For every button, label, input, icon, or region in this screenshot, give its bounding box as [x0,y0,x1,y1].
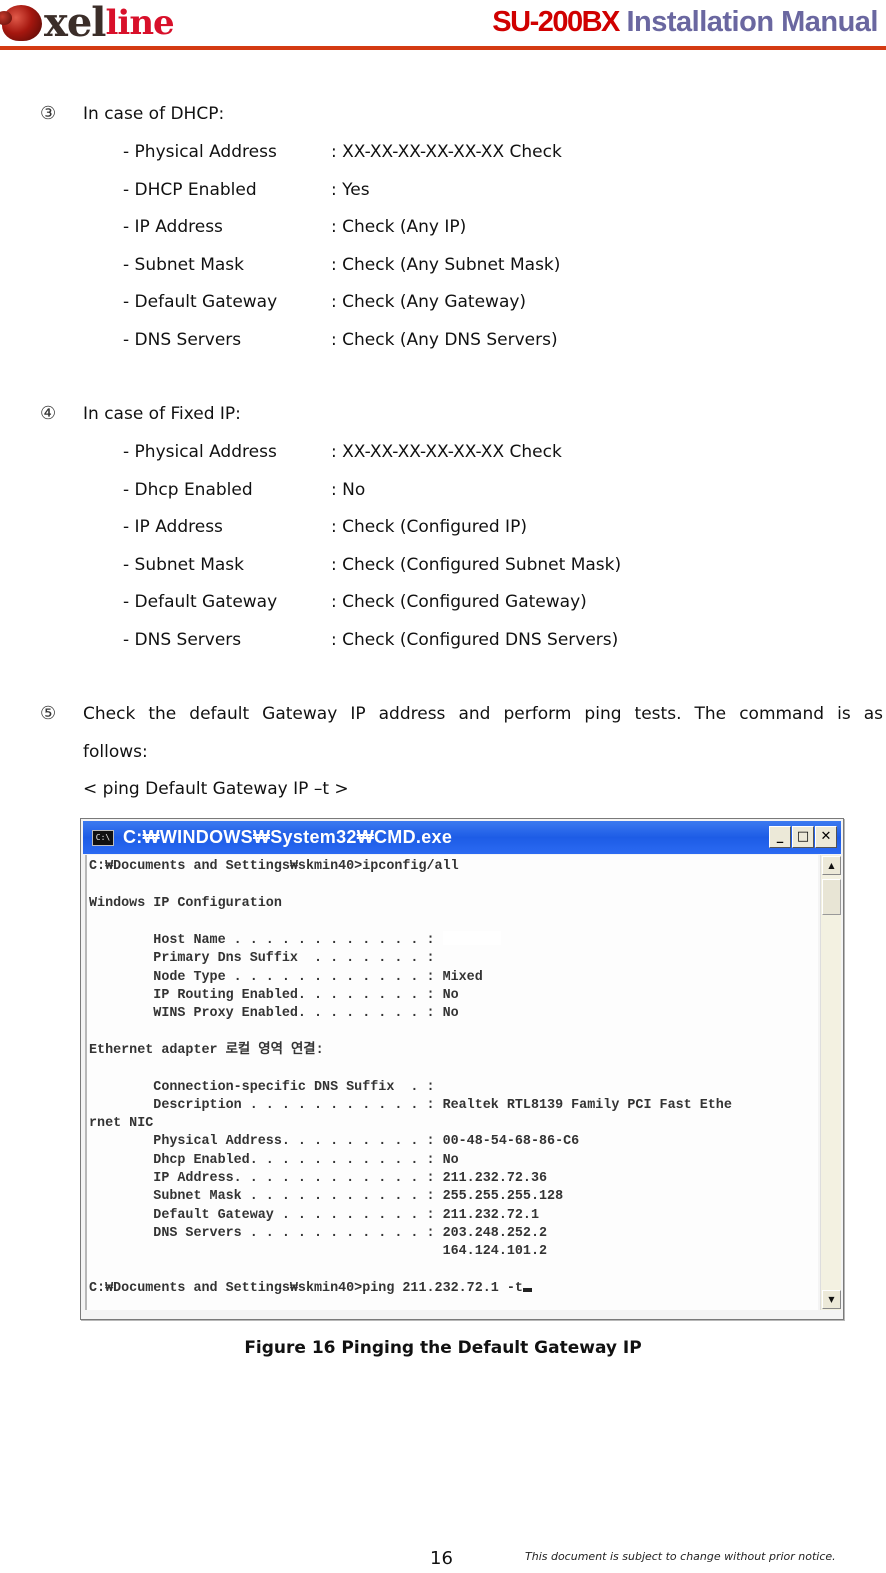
console-line: Physical Address. . . . . . . . . : 00-4… [89,1134,580,1150]
scroll-down-arrow-icon[interactable]: ▼ [822,1290,841,1309]
console-line: Description . . . . . . . . . . . : Real… [89,1097,732,1113]
figure-caption: Figure 16 Pinging the Default Gateway IP [244,1338,642,1358]
step-5-line1: Check the default Gateway IP address and… [83,704,883,724]
cmd-console-output[interactable]: C:₩Documents and Settings₩skmin40>ipconf… [85,855,818,1310]
text-cursor [522,1287,532,1292]
logo-drop-icon [0,5,42,41]
console-line: IP Routing Enabled. . . . . . . . : No [89,988,459,1004]
list-item: - IP Address: Check (Any IP) [123,217,467,237]
step-5-text: Check the default Gateway IP address and… [83,704,883,724]
list-item: - DNS Servers: Check (Any DNS Servers) [123,330,558,350]
step-heading: In case of Fixed IP: [83,404,241,424]
console-line: C:₩Documents and Settings₩skmin40>ipconf… [89,859,459,874]
logo-text-line: line [105,3,175,43]
vertical-scrollbar[interactable]: ▲ ▼ [820,855,841,1310]
scroll-up-arrow-icon[interactable]: ▲ [822,856,841,875]
list-item: - DNS Servers: Check (Configured DNS Ser… [123,630,619,650]
console-line: rnet NIC [89,1116,154,1132]
console-line: Dhcp Enabled. . . . . . . . . . . : No [89,1152,459,1168]
cmd-title-bar[interactable]: C:\ C:₩WINDOWS₩System32₩CMD.exe _ □ ✕ [83,821,841,854]
logo-text-xel: xel [44,0,106,46]
console-line: Windows IP Configuration [89,895,282,911]
maximize-button[interactable]: □ [792,826,814,848]
console-line: Default Gateway . . . . . . . . . : 211.… [89,1207,539,1223]
list-item: - Default Gateway: Check (Any Gateway) [123,292,527,312]
list-item: - Default Gateway: Check (Configured Gat… [123,592,587,612]
step-5-line2: follows: [83,742,148,762]
console-line: Primary Dns Suffix . . . . . . . : [89,951,435,967]
list-item: - Physical Address: XX-XX-XX-XX-XX-XX Ch… [123,442,562,462]
console-prompt-line: C:₩Documents and Settings₩skmin40>ping 2… [89,1280,523,1296]
cmd-title-text: C:₩WINDOWS₩System32₩CMD.exe [123,827,453,847]
scrollbar-thumb[interactable] [822,879,841,915]
cmd-window: C:\ C:₩WINDOWS₩System32₩CMD.exe _ □ ✕ C:… [80,818,844,1320]
page-number: 16 [430,1548,453,1569]
redacted-host-name [442,931,501,946]
step-heading: In case of DHCP: [83,104,225,124]
list-item: - Subnet Mask: Check (Any Subnet Mask) [123,255,561,275]
list-item: - IP Address: Check (Configured IP) [123,517,527,537]
list-item: - Dhcp Enabled: No [123,480,366,500]
step-number: ④ [40,403,57,424]
list-item: - Physical Address: XX-XX-XX-XX-XX-XX Ch… [123,142,562,162]
console-line: WINS Proxy Enabled. . . . . . . . : No [89,1006,459,1022]
title-model: SU-200BX [492,6,620,38]
close-button[interactable]: ✕ [815,826,837,848]
manual-title: SU-200BX Installation Manual [492,6,878,39]
minimize-button[interactable]: _ [769,826,791,848]
console-line: Node Type . . . . . . . . . . . . : Mixe… [89,969,483,985]
console-line: 164.124.101.2 [89,1244,548,1260]
list-item: - DHCP Enabled: Yes [123,180,370,200]
console-line: DNS Servers . . . . . . . . . . . : 203.… [89,1225,548,1241]
console-line: Connection-specific DNS Suffix . : [89,1079,435,1095]
ping-command: < ping Default Gateway IP –t > [83,779,349,799]
cmd-app-icon: C:\ [92,829,114,846]
list-item: - Subnet Mask: Check (Configured Subnet … [123,555,622,575]
step-number: ⑤ [40,703,57,724]
console-line: Host Name . . . . . . . . . . . . : [89,933,443,949]
title-rest: Installation Manual [618,6,878,38]
console-line: Ethernet adapter 로컬 영역 연결: [89,1042,324,1058]
console-line: Subnet Mask . . . . . . . . . . . : 255.… [89,1189,564,1205]
footer-notice: This document is subject to change witho… [525,1550,836,1563]
window-controls: _ □ ✕ [769,826,837,848]
header-divider [0,46,886,50]
step-number: ③ [40,103,57,124]
console-line: IP Address. . . . . . . . . . . . : 211.… [89,1171,548,1187]
